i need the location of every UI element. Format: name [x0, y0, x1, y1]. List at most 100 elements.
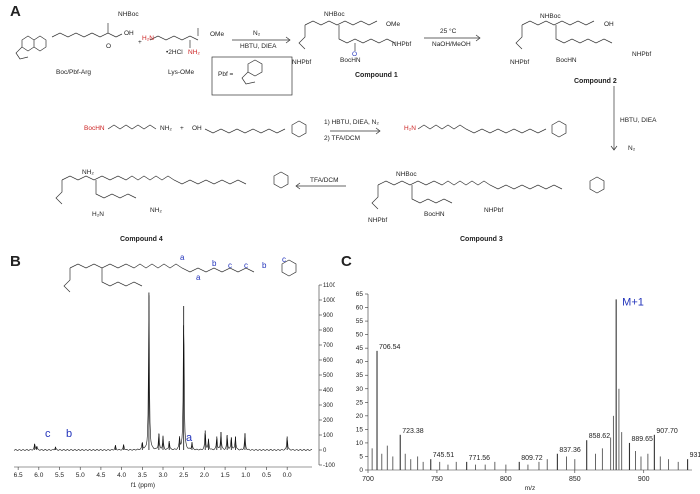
step2-conditions-top: 25 °C [440, 28, 457, 35]
two-hcl-label: •2HCl [166, 49, 183, 56]
compound-4-label: Compound 4 [120, 236, 163, 243]
step3-conditions-1: 1) HBTU, DIEA, N₂ [324, 119, 379, 126]
panel-label-c: C [341, 253, 352, 270]
step1-conditions-top: N₂ [253, 30, 261, 37]
ms-x-tick-label: 750 [431, 476, 443, 483]
nmr-y-tick-label: 400 [323, 388, 334, 394]
ms-y-tick-label: 45 [356, 345, 364, 352]
nmr-x-tick-label: 6.0 [34, 472, 43, 479]
c4-nh2-guan-label: NH₂ [150, 207, 162, 214]
ms-peak-label: 889.65 [631, 436, 653, 443]
plus-label: + [138, 39, 142, 46]
nmr-struct-label-c2: c [244, 261, 248, 270]
ms-x-axis-label: m/z [525, 485, 535, 492]
ms-y-tick-label: 0 [359, 467, 363, 474]
ms-y-tick-label: 25 [356, 399, 364, 406]
ome-label: OMe [210, 31, 225, 38]
nmr-y-tick-label: 800 [323, 328, 334, 334]
c3-nhboc-label: NHBoc [396, 171, 417, 178]
nmr-x-tick-label: 5.0 [76, 472, 85, 479]
nmr-x-tick-label: 2.5 [179, 472, 188, 479]
nmr-y-tick-label: -100 [323, 463, 335, 469]
nh2-label: NH₂ [188, 49, 200, 56]
c1-nhpbf2-label: NHPbf [292, 59, 312, 66]
c1-nhboc-label: NHBoc [324, 11, 345, 18]
nmr-x-tick-label: 0.0 [283, 472, 292, 479]
nmr-y-tick-label: 500 [323, 373, 334, 379]
cystamine-bochn-label: BocHN [84, 125, 105, 132]
nmr-y-tick-label: 200 [323, 418, 334, 424]
nmr-x-tick-label: 5.5 [55, 472, 64, 479]
compound-1-label: Compound 1 [355, 72, 398, 79]
step5-conditions: TFA/DCM [310, 177, 339, 184]
cystamine-nh2-label: NH₂ [160, 125, 172, 132]
ms-x-tick-label: 850 [569, 476, 581, 483]
step2-conditions-bottom: NaOH/MeOH [432, 41, 471, 48]
c4-nh2-label: NH₂ [82, 169, 94, 176]
ms-peak-label: 723.38 [402, 428, 424, 435]
ms-y-tick-label: 65 [356, 291, 364, 298]
ms-y-tick-label: 30 [356, 386, 364, 393]
c2-nhboc-label: NHBoc [540, 13, 561, 20]
ms-peak-label: 837.36 [559, 447, 581, 454]
c3-bochn-label: BocHN [424, 211, 445, 218]
h2n-label: H₂N [142, 35, 154, 42]
compound-3-label: Compound 3 [460, 236, 503, 243]
step4-conditions-top: HBTU, DIEA [620, 117, 657, 124]
ms-peak-label: 706.54 [379, 344, 401, 351]
nmr-peak-label-a: a [186, 432, 193, 444]
retinoic-ho-label: OH [192, 125, 202, 132]
nmr-struct-label-c3: c [282, 255, 286, 264]
ms-peak-label: 931.8 [690, 452, 700, 459]
nmr-struct-label-b2: b [262, 261, 267, 270]
ms-y-tick-label: 35 [356, 372, 364, 379]
o-label: O [106, 43, 112, 50]
synthesis-scheme [15, 20, 618, 210]
ms-y-tick-label: 60 [356, 305, 364, 312]
nmr-x-tick-label: 3.0 [158, 472, 167, 479]
oh-label: OH [124, 30, 134, 37]
nmr-y-tick-label: 900 [323, 313, 334, 319]
panel-label-b: B [10, 253, 21, 270]
c2-nhpbf2-label: NHPbf [510, 59, 530, 66]
lys-ome-label: Lys-OMe [168, 69, 195, 76]
nmr-x-tick-label: 3.5 [138, 472, 147, 479]
ms-x-tick-label: 900 [638, 476, 650, 483]
c3-nhpbf-label: NHPbf [484, 207, 504, 214]
ms-x-tick-label: 800 [500, 476, 512, 483]
nmr-y-tick-label: 1100 [323, 283, 335, 289]
nmr-y-tick-label: 300 [323, 403, 334, 409]
panel-label-a: A [10, 3, 21, 20]
nmr-x-axis-label: f1 (ppm) [131, 482, 155, 489]
ms-y-tick-label: 10 [356, 440, 364, 447]
c2-nhpbf-label: NHPbf [632, 51, 652, 58]
nmr-y-tick-label: 0 [323, 448, 327, 454]
nmr-y-tick-label: 700 [323, 343, 334, 349]
nmr-x-tick-label: 4.5 [96, 472, 105, 479]
nmr-x-tick-label: 0.5 [262, 472, 271, 479]
ms-peak-label: 858.62 [589, 433, 611, 440]
c1-o-label: O [352, 51, 358, 58]
nmr-x-tick-label: 4.0 [117, 472, 126, 479]
nmr-struct-label-c1: c [228, 261, 232, 270]
ms-y-tick-label: 15 [356, 426, 364, 433]
boc-pbf-arg-label: Boc/Pbf-Arg [56, 69, 92, 76]
ms-peak-label: 745.51 [433, 452, 455, 459]
nmr-x-tick-label: 1.5 [221, 472, 230, 479]
nmr-y-tick-label: 600 [323, 358, 334, 364]
ms-y-tick-label: 40 [356, 359, 364, 366]
step1-conditions-bottom: HBTU, DIEA [240, 43, 277, 50]
nmr-x-tick-label: 2.0 [200, 472, 209, 479]
nhboc-label: NHBoc [118, 11, 139, 18]
ms-annotation-m-plus-1: M+1 [622, 296, 644, 308]
c1-nhpbf-label: NHPbf [392, 41, 412, 48]
nmr-struct-label-b1: b [212, 259, 217, 268]
ms-peak-label: 907.70 [656, 428, 678, 435]
pbf-definition-label: Pbf = [218, 71, 234, 78]
ms-peak-label: 809.72 [521, 455, 543, 462]
nmr-struct-label-a1: a [180, 253, 185, 262]
ms-peak-label: 771.56 [469, 455, 491, 462]
nmr-x-tick-label: 6.5 [14, 472, 23, 479]
